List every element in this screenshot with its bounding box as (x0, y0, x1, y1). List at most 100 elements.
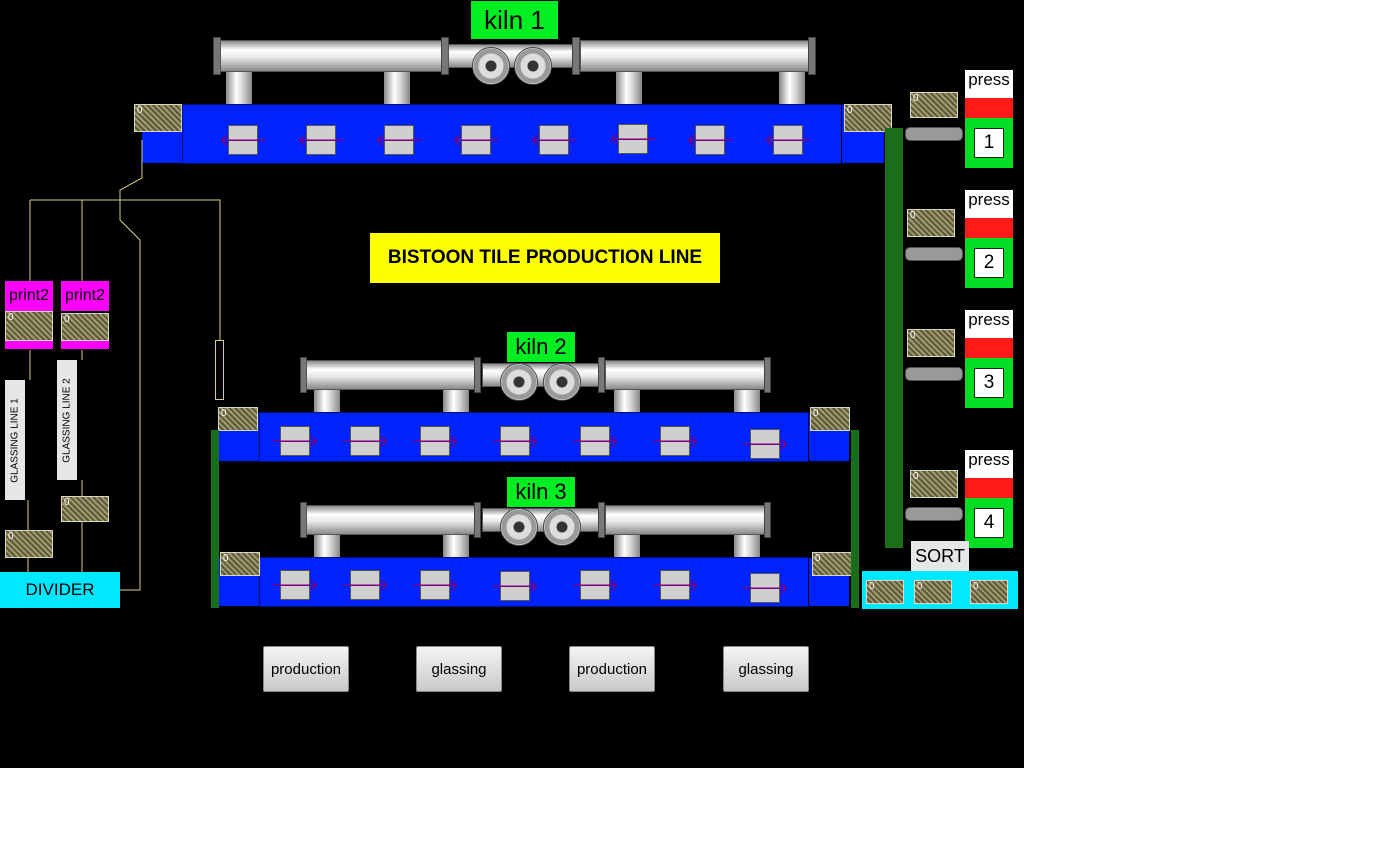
right-arrow-button[interactable]: 🡒 (491, 426, 539, 456)
kiln-3-pipe-cap (598, 502, 605, 538)
press-3-sensor: 0 (907, 329, 955, 357)
right-arrow-button[interactable]: 🡒 (411, 426, 459, 456)
press-1-sensor: 0 (910, 92, 958, 118)
glassing-button[interactable]: glassing (723, 646, 809, 692)
press-3-label: press (965, 310, 1013, 338)
press-2-number: 2 (974, 248, 1004, 278)
sensor-6: 0 (812, 552, 852, 576)
press-2-indicator (965, 218, 1013, 238)
left-arrow-button[interactable]: 🡐 (609, 124, 657, 154)
press-4-number: 4 (974, 508, 1004, 538)
kiln-1-support (616, 72, 642, 104)
left-arrow-button[interactable]: 🡐 (297, 125, 345, 155)
rail-right (851, 430, 859, 608)
kiln-1-label: kiln 1 (471, 1, 558, 39)
right-arrow-button[interactable]: 🡒 (651, 426, 699, 456)
right-arrow-button[interactable]: 🡒 (571, 426, 619, 456)
press-4-belt (905, 507, 963, 521)
right-arrow-button[interactable]: 🡒 (341, 426, 389, 456)
kiln-2-pipe-right (605, 360, 765, 390)
rail-press-feed (885, 128, 903, 548)
sensor-3: 0 (218, 407, 258, 431)
press-3-indicator (965, 338, 1013, 358)
kiln-1-support (779, 72, 805, 104)
press-4[interactable]: 4 (965, 498, 1013, 548)
glassing-line-1: GLASSING LINE 1 (5, 380, 25, 500)
left-arrow-button[interactable]: 🡐 (219, 125, 267, 155)
press-3-number: 3 (974, 368, 1004, 398)
kiln-1-pipe-right (580, 40, 810, 72)
sensor-4: 0 (810, 407, 850, 431)
right-arrow-button[interactable]: 🡒 (741, 429, 789, 459)
right-arrow-button[interactable]: 🡒 (491, 571, 539, 601)
kiln-1-pipe-cap (808, 37, 816, 75)
printer-2-sensor: 0 (61, 313, 109, 341)
kiln-3-support (443, 535, 469, 559)
kiln-3-pipe-cap (474, 502, 481, 538)
printer-1-label: print2 (5, 281, 53, 311)
kiln-2-fan-icon (500, 363, 538, 401)
press-1-label: press (965, 70, 1013, 98)
press-2-sensor: 0 (907, 209, 955, 237)
kiln-2-support (734, 390, 760, 414)
right-arrow-button[interactable]: 🡒 (571, 570, 619, 600)
right-arrow-button[interactable]: 🡒 (271, 570, 319, 600)
printer-2-label: print2 (61, 281, 109, 311)
press-2[interactable]: 2 (965, 238, 1013, 288)
kiln-3-support (734, 535, 760, 559)
right-arrow-button[interactable]: 🡒 (271, 426, 319, 456)
press-1-indicator (965, 98, 1013, 118)
right-arrow-button[interactable]: 🡒 (741, 573, 789, 603)
press-1-belt (905, 127, 963, 141)
glassing-line-2: GLASSING LINE 2 (57, 360, 77, 480)
left-arrow-button[interactable]: 🡐 (764, 125, 812, 155)
kiln-3-fan-icon (500, 508, 538, 546)
sensor-5: 0 (220, 552, 260, 576)
kiln-1-support (226, 72, 252, 104)
conveyor-1 (182, 104, 842, 164)
right-arrow-button[interactable]: 🡒 (341, 570, 389, 600)
kiln-1-pipe-left (220, 40, 443, 72)
press-4-indicator (965, 478, 1013, 498)
kiln-2-support (614, 390, 640, 414)
sort-sensor-3: 0 (970, 580, 1008, 604)
kiln-2-support (443, 390, 469, 414)
kiln-3-support (314, 535, 340, 559)
sort-sensor-1: 0 (866, 580, 904, 604)
left-arrow-button[interactable]: 🡐 (530, 125, 578, 155)
left-arrow-button[interactable]: 🡐 (375, 125, 423, 155)
kiln-1-fan-icon (514, 47, 552, 85)
kiln-3-pipe-right (605, 505, 765, 535)
sensor-1: 0 (134, 104, 182, 132)
kiln-3-pipe-left (306, 505, 476, 535)
press-2-label: press (965, 190, 1013, 218)
kiln-1-support (384, 72, 410, 104)
kiln-2-fan-icon (543, 363, 581, 401)
printer-2-status (61, 341, 109, 349)
kiln-2-pipe-cap (764, 357, 771, 393)
left-arrow-button[interactable]: 🡐 (686, 125, 734, 155)
kiln-2-pipe-cap (474, 357, 481, 393)
production-button[interactable]: production (569, 646, 655, 692)
kiln-1-fan-icon (472, 47, 510, 85)
glassing-button[interactable]: glassing (416, 646, 502, 692)
left-arrow-button[interactable]: 🡐 (452, 125, 500, 155)
right-arrow-button[interactable]: 🡒 (651, 570, 699, 600)
kiln-2-support (314, 390, 340, 414)
sensor-2: 0 (844, 104, 892, 132)
press-3-belt (905, 367, 963, 381)
kiln-3-fan-icon (543, 508, 581, 546)
press-1[interactable]: 1 (965, 118, 1013, 168)
kiln-1-pipe-cap (572, 37, 580, 75)
kiln-2-pipe-cap (598, 357, 605, 393)
right-arrow-button[interactable]: 🡒 (411, 570, 459, 600)
sort-sensor-2: 0 (914, 580, 952, 604)
press-4-label: press (965, 450, 1013, 478)
sort-label: SORT (911, 541, 969, 571)
kiln-3-label: kiln 3 (507, 477, 575, 507)
press-4-sensor: 0 (910, 470, 958, 498)
press-1-number: 1 (974, 128, 1004, 158)
press-3[interactable]: 3 (965, 358, 1013, 408)
wire-junction (215, 340, 224, 400)
production-button[interactable]: production (263, 646, 349, 692)
